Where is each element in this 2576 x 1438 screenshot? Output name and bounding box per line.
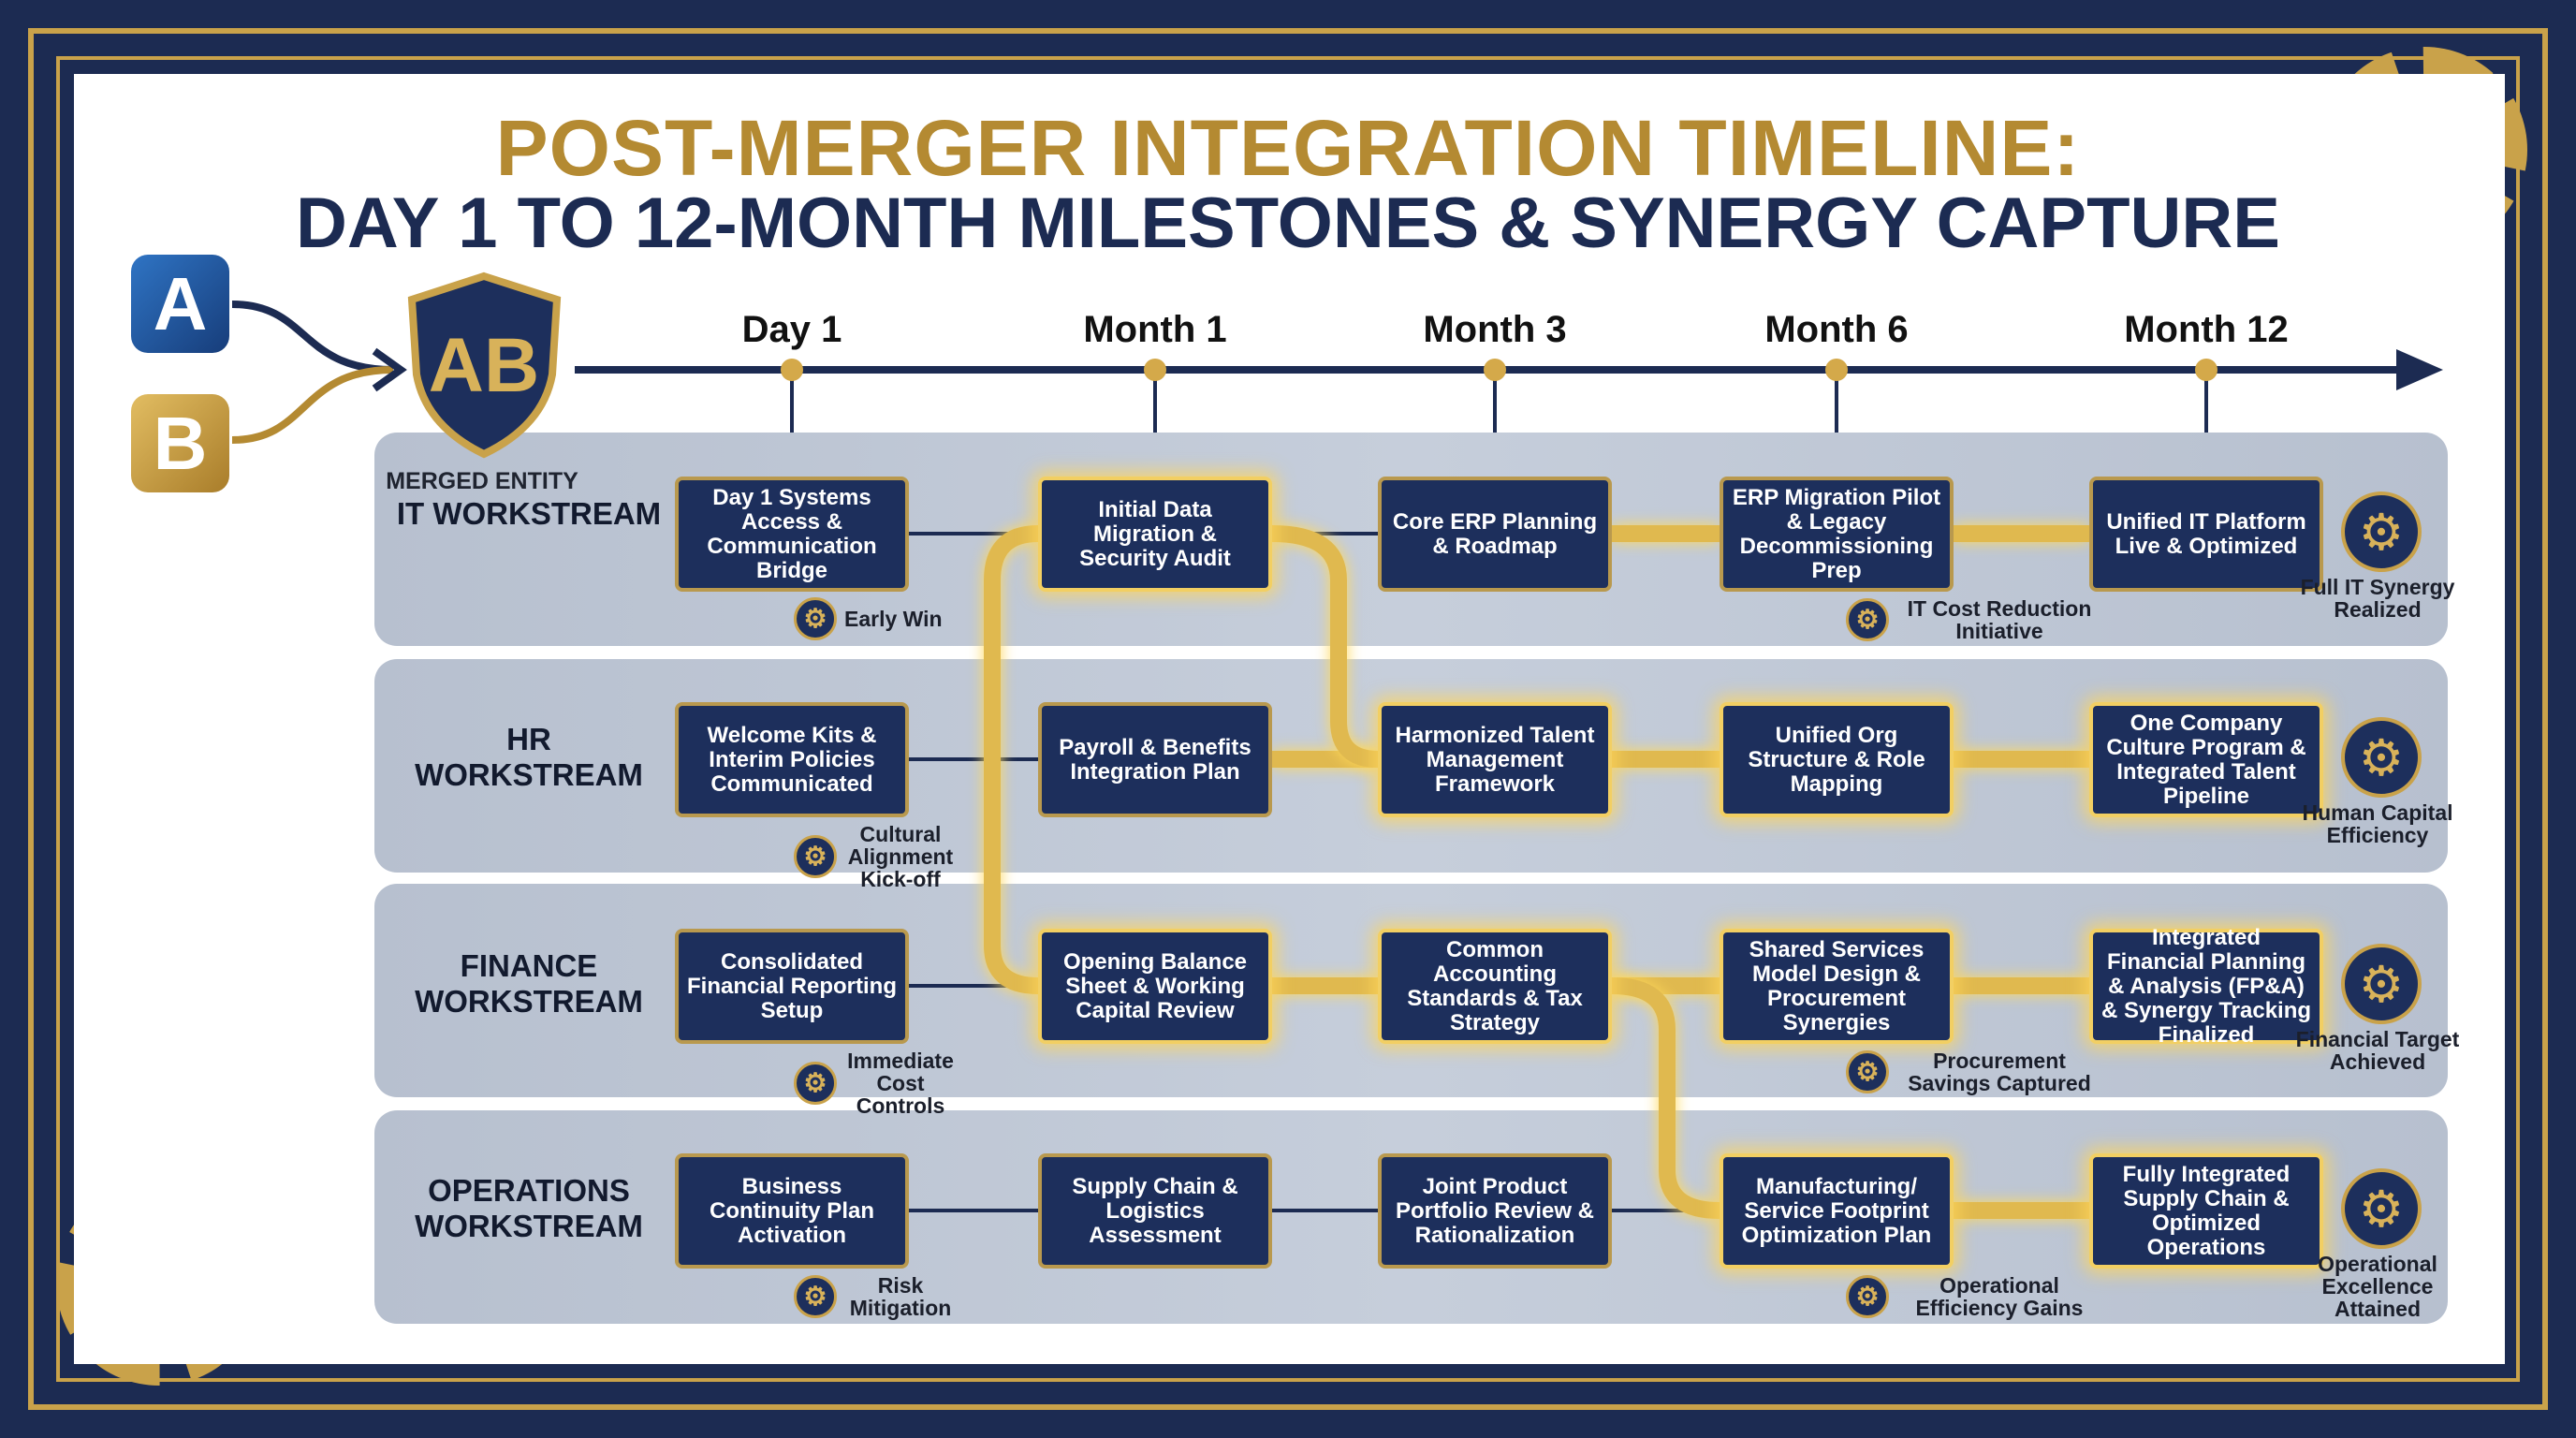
gear-arrow-icon: ⚙	[794, 597, 837, 640]
synergy-annotation: ⚙ IT Cost Reduction Initiative	[1846, 597, 2102, 642]
gear-arrow-icon: ⚙	[794, 1275, 837, 1318]
workstream-label: OPERATIONS WORKSTREAM	[415, 1173, 643, 1243]
milestone-connector	[2204, 370, 2208, 477]
gear-arrow-icon: ⚙	[794, 1062, 837, 1105]
milestone-card[interactable]: Payroll & Benefits Integration Plan	[1038, 702, 1272, 817]
outcome-gear-icon: ⚙	[2341, 717, 2422, 798]
milestone-marker	[1144, 359, 1166, 381]
milestone-marker	[781, 359, 803, 381]
inner-border	[56, 56, 2520, 1382]
company-a-logo: A	[131, 255, 229, 353]
milestone-marker	[2195, 359, 2217, 381]
outcome-gear-icon: ⚙	[2341, 1168, 2422, 1249]
milestone-card[interactable]: Consolidated Financial Reporting Setup	[675, 929, 909, 1044]
gold-pipe-finance-ops	[1611, 977, 1720, 1219]
outcome-label: Full IT Synergy Realized	[2300, 575, 2455, 622]
milestone-card[interactable]: Initial Data Migration & Security Audit	[1038, 477, 1272, 592]
workstream-label: HR WORKSTREAM	[415, 722, 643, 792]
workstream-label: FINANCE WORKSTREAM	[415, 948, 643, 1019]
annotation-text: Risk Mitigation	[849, 1273, 952, 1320]
annotation-text: Early Win	[844, 607, 943, 631]
milestone-connector	[1835, 370, 1838, 477]
outer-border	[28, 28, 2548, 1410]
milestone-marker	[1484, 359, 1506, 381]
gold-pipe-it-hr	[1271, 525, 1379, 768]
outcome-gear-icon: ⚙	[2341, 492, 2422, 572]
milestone-card[interactable]: Welcome Kits & Interim Policies Communic…	[675, 702, 909, 817]
annotation-text: Cultural Alignment Kick-off	[847, 822, 954, 891]
milestone-card[interactable]: Business Continuity Plan Activation	[675, 1153, 909, 1269]
milestone-card[interactable]: Supply Chain & Logistics Assessment	[1038, 1153, 1272, 1269]
annotation-text: Operational Efficiency Gains	[1915, 1273, 2084, 1320]
synergy-annotation: ⚙Cultural Alignment Kick-off	[794, 823, 957, 890]
title-line-2: DAY 1 TO 12-MONTH MILESTONES & SYNERGY C…	[296, 183, 2280, 263]
milestone-card[interactable]: Shared Services Model Design & Procureme…	[1720, 929, 1954, 1044]
milestone-label: Month 3	[1423, 309, 1567, 350]
outcome-label: Human Capital Efficiency	[2302, 800, 2453, 847]
gear-arrow-icon: ⚙	[1846, 1275, 1889, 1318]
merged-entity-shield: AB	[402, 271, 566, 459]
milestone-label: Month 12	[2124, 309, 2289, 350]
milestone-card[interactable]: Joint Product Portfolio Review & Rationa…	[1378, 1153, 1612, 1269]
milestone-label: Month 1	[1083, 309, 1227, 350]
synergy-annotation: ⚙ Operational Efficiency Gains	[1846, 1274, 2102, 1319]
milestone-card[interactable]: Opening Balance Sheet & Working Capital …	[1038, 929, 1272, 1044]
milestone-card[interactable]: Unified Org Structure & Role Mapping	[1720, 702, 1954, 817]
synergy-annotation: ⚙Immediate Cost Controls	[794, 1049, 957, 1117]
outcome-gear-icon: ⚙	[2341, 944, 2422, 1024]
outcome-label: Operational Excellence Attained	[2318, 1252, 2437, 1321]
gear-arrow-icon: ⚙	[794, 835, 837, 878]
outcome-label: Financial Target Achieved	[2295, 1027, 2460, 1074]
synergy-annotation: ⚙ Procurement Savings Captured	[1846, 1049, 2102, 1094]
milestone-card[interactable]: Day 1 Systems Access & Communication Bri…	[675, 477, 909, 592]
milestone-card[interactable]: Integrated Financial Planning & Analysis…	[2089, 925, 2323, 1047]
gold-pipe-it-finance	[984, 525, 1039, 994]
synergy-annotation: ⚙ Early Win	[794, 597, 943, 640]
milestone-card[interactable]: Common Accounting Standards & Tax Strate…	[1378, 929, 1612, 1044]
gear-arrow-icon: ⚙	[1846, 1050, 1889, 1093]
milestone-card[interactable]: Unified IT Platform Live & Optimized	[2089, 477, 2323, 592]
milestone-connector	[1493, 370, 1497, 477]
annotation-text: Immediate Cost Controls	[847, 1049, 954, 1118]
merged-entity-label: MERGED ENTITY	[386, 468, 578, 494]
timeline-arrow-icon	[2396, 349, 2443, 390]
milestone-card[interactable]: Core ERP Planning & Roadmap	[1378, 477, 1612, 592]
milestone-label: Day 1	[741, 309, 842, 350]
milestone-card[interactable]: Harmonized Talent Management Framework	[1378, 702, 1612, 817]
milestone-connector	[1153, 370, 1157, 477]
annotation-text: Procurement Savings Captured	[1908, 1049, 2091, 1095]
milestone-card[interactable]: Manufacturing/ Service Footprint Optimiz…	[1720, 1153, 1954, 1269]
shield-text: AB	[429, 323, 539, 408]
synergy-annotation: ⚙ Risk Mitigation	[794, 1274, 957, 1319]
annotation-text: IT Cost Reduction Initiative	[1907, 596, 2092, 643]
milestone-card[interactable]: Fully Integrated Supply Chain & Optimize…	[2089, 1153, 2323, 1269]
company-b-logo: B	[131, 394, 229, 492]
milestone-label: Month 6	[1764, 309, 1909, 350]
milestone-connector	[790, 370, 794, 477]
milestone-card[interactable]: One Company Culture Program & Integrated…	[2089, 702, 2323, 817]
workstream-label: IT WORKSTREAM	[396, 496, 662, 531]
milestone-card[interactable]: ERP Migration Pilot & Legacy Decommissio…	[1720, 477, 1954, 592]
milestone-marker	[1825, 359, 1848, 381]
title-line-1: POST-MERGER INTEGRATION TIMELINE:	[495, 104, 2081, 192]
gear-arrow-icon: ⚙	[1846, 598, 1889, 641]
